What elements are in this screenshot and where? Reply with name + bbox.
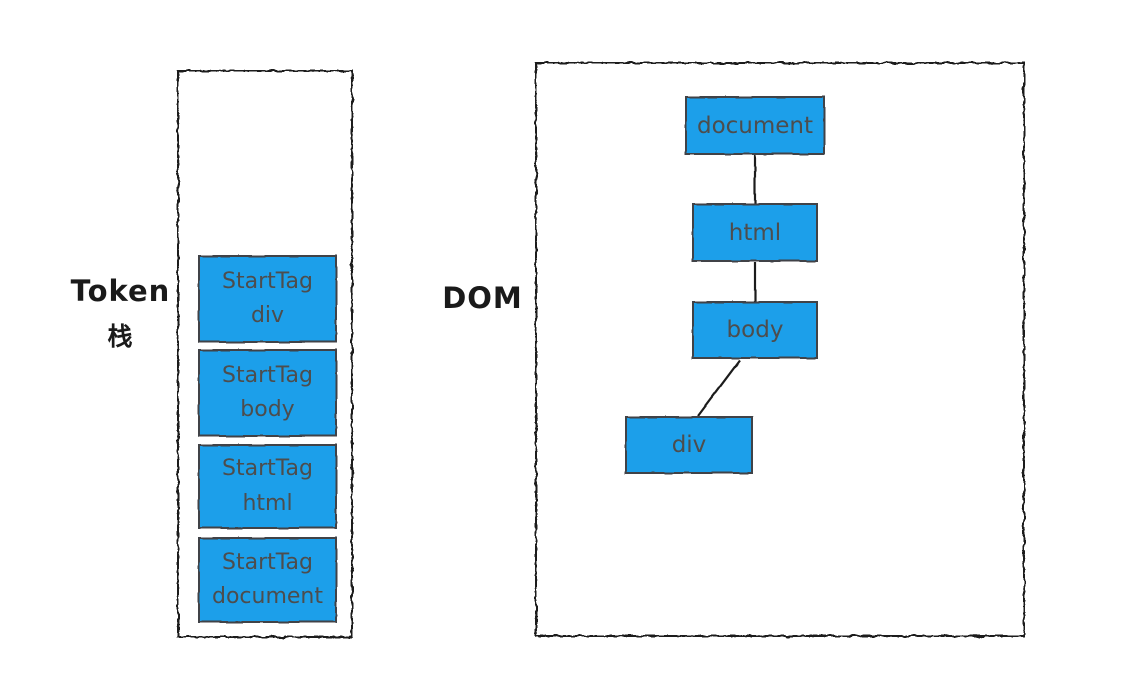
token-stack-label: Token 栈 <box>68 274 173 353</box>
token-item-line2: document <box>212 584 323 609</box>
dom-node-document: document <box>685 96 825 155</box>
token-stack-item-body: StartTag body <box>198 349 337 437</box>
token-stack-item-html: StartTag html <box>198 444 337 529</box>
token-item-line1: StartTag <box>222 268 313 294</box>
token-stack-container <box>177 70 353 638</box>
token-stack-item-div: StartTag div <box>198 255 337 343</box>
dom-container <box>535 62 1025 637</box>
dom-node-html: html <box>692 203 818 262</box>
dom-node-body: body <box>692 301 818 359</box>
token-item-line2: body <box>240 397 295 422</box>
token-label-text: Token <box>70 274 171 308</box>
token-item-line1: StartTag <box>222 456 313 482</box>
token-item-line1: StartTag <box>222 549 313 575</box>
token-item-line2: html <box>242 490 293 516</box>
token-item-line2: div <box>250 303 285 328</box>
token-item-line1: StartTag <box>222 362 313 388</box>
dom-label: DOM <box>442 281 523 315</box>
token-label-cjk-text: 栈 <box>107 322 134 351</box>
token-stack-item-document: StartTag document <box>198 537 337 623</box>
dom-node-div: div <box>625 416 753 474</box>
